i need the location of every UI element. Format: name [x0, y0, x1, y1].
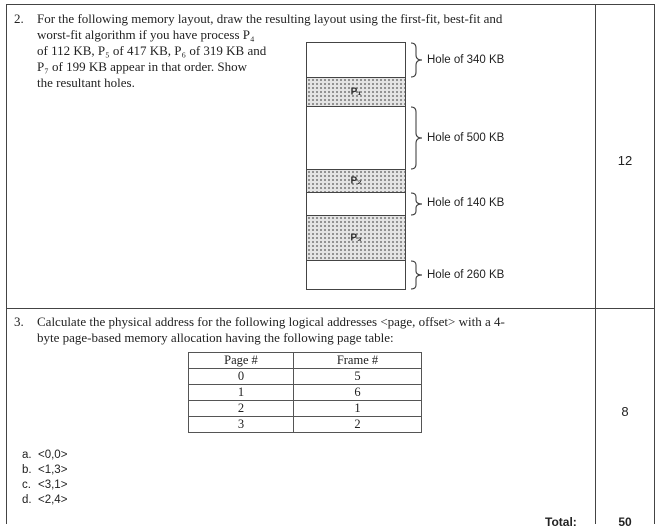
hole-label-1: Hole of 340 KB: [427, 54, 505, 66]
q2-text-line-1: For the following memory layout, draw th…: [37, 11, 503, 26]
option-text: <2,4>: [38, 494, 68, 506]
memory-process-p1: P₁: [306, 77, 406, 107]
option-a: a. <0,0>: [22, 449, 67, 461]
page-number-cell: 1: [188, 384, 294, 401]
brace-icon: [410, 42, 423, 78]
brace-icon: [410, 192, 423, 216]
memory-hole-1: [306, 42, 406, 78]
q2-text-line-3: of 112 KB, P₅ of 417 KB, P₆ of 319 KB an…: [37, 43, 267, 58]
page-table-header-row: Page # Frame #: [188, 352, 423, 369]
page-number-cell: 0: [188, 368, 294, 385]
table-row: 1 6: [188, 384, 423, 401]
memory-hole-2: [306, 106, 406, 170]
option-d: d. <2,4>: [22, 494, 67, 506]
q2-text-line-4: P₇ of 199 KB appear in that order. Show: [37, 59, 247, 74]
page-number-cell: 2: [188, 400, 294, 417]
brace-icon: [410, 106, 423, 170]
page-table: Page # Frame # 0 5 1 6 2 1 3 2: [188, 352, 423, 433]
page-table-header-page: Page #: [188, 352, 294, 369]
page-number-cell: 3: [188, 416, 294, 433]
q3-text-line-1: Calculate the physical address for the f…: [37, 314, 505, 329]
frame-left-border: [6, 4, 7, 524]
q2-text-line-5: the resultant holes.: [37, 75, 135, 90]
frame-number-cell: 2: [292, 416, 423, 433]
table-row: 0 5: [188, 368, 423, 385]
process-label-p1: P₁: [350, 86, 362, 98]
page-table-header-frame: Frame #: [292, 352, 423, 369]
q2-text-line-2: worst-fit algorithm if you have process …: [37, 27, 255, 42]
frame-number-cell: 6: [292, 384, 423, 401]
option-letter: b.: [22, 464, 32, 476]
frame-right-border: [654, 4, 655, 524]
hole-label-4: Hole of 260 KB: [427, 269, 505, 281]
total-value: 50: [618, 515, 632, 529]
frame-number-cell: 5: [292, 368, 423, 385]
memory-process-p2: P₂: [306, 169, 406, 193]
q2-marks: 12: [617, 153, 633, 168]
option-text: <1,3>: [38, 464, 68, 476]
q3-marks: 8: [621, 404, 629, 419]
memory-hole-3: [306, 192, 406, 216]
option-letter: a.: [22, 449, 32, 461]
option-c: c. <3,1>: [22, 479, 67, 491]
memory-process-p3: P₃: [306, 215, 406, 261]
frame-top-border: [6, 4, 655, 5]
process-label-p2: P₂: [350, 175, 362, 187]
memory-hole-4: [306, 260, 406, 290]
table-row: 2 1: [188, 400, 423, 417]
frame-number-cell: 1: [292, 400, 423, 417]
option-letter: d.: [22, 494, 32, 506]
q2-number: 2.: [14, 11, 24, 26]
hole-label-2: Hole of 500 KB: [427, 132, 505, 144]
q3-number: 3.: [14, 314, 24, 329]
process-label-p3: P₃: [350, 232, 362, 244]
option-text: <0,0>: [38, 449, 68, 461]
frame-marks-divider: [595, 4, 596, 524]
brace-icon: [410, 260, 423, 290]
total-label: Total:: [545, 515, 577, 529]
q3-text-line-2: byte page-based memory allocation having…: [37, 330, 394, 345]
option-b: b. <1,3>: [22, 464, 67, 476]
table-row: 3 2: [188, 416, 423, 433]
option-text: <3,1>: [38, 479, 68, 491]
hole-label-3: Hole of 140 KB: [427, 197, 505, 209]
frame-row-divider: [6, 308, 655, 309]
option-letter: c.: [22, 479, 31, 491]
